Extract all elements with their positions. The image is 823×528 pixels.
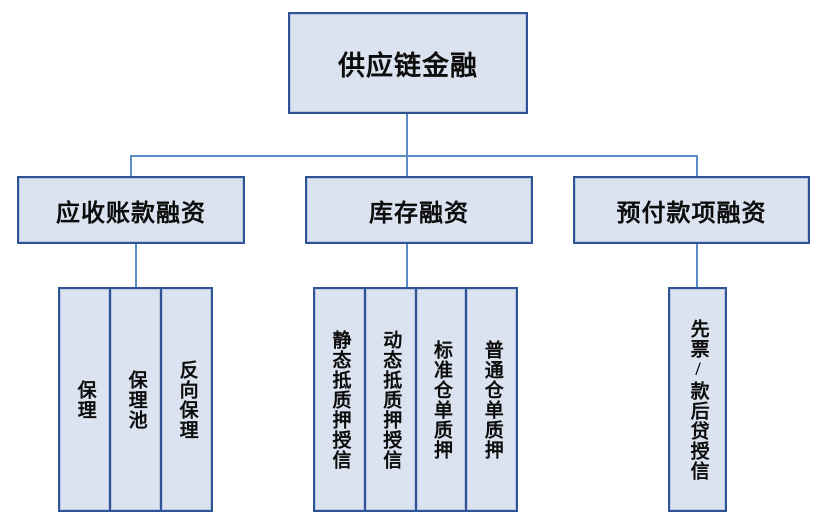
leaf-node-dynamic-pledge-credit[interactable]: 动态抵质押授信 [363, 287, 417, 512]
connector-inventory-to-leaves [406, 243, 408, 288]
leaf-node-label: 反向保理 [176, 359, 198, 440]
leaf-node-factoring-pool[interactable]: 保理池 [109, 287, 162, 512]
connector-bus-to-inventory [406, 155, 408, 176]
leaf-node-label: 标准仓单质押 [430, 339, 452, 460]
leaf-node-bill-first-loan-later-credit[interactable]: 先票/款后贷授信 [668, 287, 727, 512]
branch-node-prepayment-financing[interactable]: 预付款项融资 [573, 176, 810, 244]
leaf-group-inventory: 静态抵质押授信 动态抵质押授信 标准仓单质押 普通仓单质押 [313, 287, 518, 512]
branch-node-label: 应收账款融资 [56, 200, 206, 227]
branch-node-accounts-receivable-financing[interactable]: 应收账款融资 [17, 176, 245, 244]
connector-prepayment-to-leaves [696, 243, 698, 288]
branch-node-label: 预付款项融资 [616, 200, 767, 227]
connector-horizontal-bus [130, 155, 697, 157]
leaf-node-factoring[interactable]: 保理 [58, 287, 111, 512]
leaf-node-standard-warehouse-receipt-pledge[interactable]: 标准仓单质押 [414, 287, 468, 512]
leaf-group-accounts-receivable: 保理 保理池 反向保理 [58, 287, 213, 512]
leaf-node-label: 先票/款后贷授信 [687, 318, 709, 481]
leaf-node-label: 普通仓单质押 [481, 339, 503, 460]
root-node-supply-chain-finance[interactable]: 供应链金融 [288, 12, 528, 114]
leaf-node-label: 动态抵质押授信 [380, 329, 402, 470]
branch-node-label: 库存融资 [369, 200, 469, 227]
leaf-node-label: 静态抵质押授信 [329, 329, 351, 470]
leaf-node-static-pledge-credit[interactable]: 静态抵质押授信 [313, 287, 366, 512]
connector-root-stem [406, 113, 408, 156]
leaf-node-reverse-factoring[interactable]: 反向保理 [160, 287, 213, 512]
connector-receivables-to-leaves [135, 243, 137, 288]
leaf-node-label: 保理 [74, 379, 96, 420]
leaf-node-general-warehouse-receipt-pledge[interactable]: 普通仓单质押 [465, 287, 518, 512]
branch-node-inventory-financing[interactable]: 库存融资 [305, 176, 533, 244]
connector-bus-to-receivables [130, 155, 132, 176]
leaf-group-prepayment: 先票/款后贷授信 [668, 287, 727, 512]
leaf-node-label: 保理池 [125, 369, 147, 430]
root-node-label: 供应链金融 [338, 50, 478, 81]
connector-bus-to-prepayment [696, 155, 698, 176]
